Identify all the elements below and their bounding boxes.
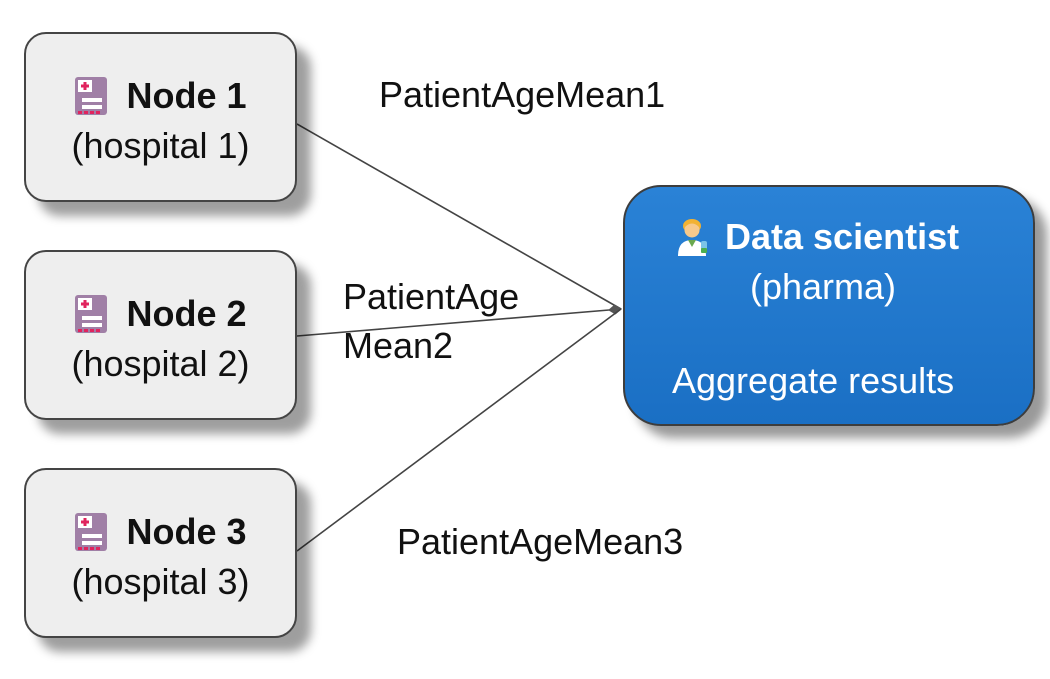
node-hospital-1: Node 1 (hospital 1) <box>24 32 297 202</box>
node-hospital-3: Node 3 (hospital 3) <box>24 468 297 638</box>
edge-line-3 <box>296 308 622 552</box>
hospital-icon <box>75 295 108 333</box>
node-title: Node 3 <box>126 511 247 552</box>
node-2-title-row: Node 2 <box>26 294 295 334</box>
edge-line-1 <box>296 123 622 310</box>
edge-label-2-line2: Mean2 <box>343 325 454 366</box>
edge-line-2 <box>296 304 622 337</box>
edge-label-1: PatientAgeMean1 <box>379 74 666 115</box>
node-3-title-row: Node 3 <box>26 512 295 552</box>
node-1-title-row: Node 1 <box>26 76 295 116</box>
hospital-icon <box>75 513 108 551</box>
edge-label-3: PatientAgeMean3 <box>397 521 684 562</box>
data-scientist-box: Data scientist (pharma) Aggregate result… <box>623 185 1035 426</box>
scientist-title-row: Data scientist <box>675 217 959 257</box>
scientist-action: Aggregate results <box>672 360 955 401</box>
node-subtitle: (hospital 1) <box>71 125 250 166</box>
scientist-icon <box>678 219 707 256</box>
edge-label-2-line1: PatientAge <box>343 276 520 317</box>
node-hospital-2: Node 2 (hospital 2) <box>24 250 297 420</box>
scientist-subtitle: (pharma) <box>750 266 897 307</box>
node-subtitle: (hospital 2) <box>71 343 250 384</box>
node-title: Node 1 <box>126 75 247 116</box>
scientist-title: Data scientist <box>725 216 960 257</box>
node-subtitle: (hospital 3) <box>71 561 250 602</box>
hospital-icon <box>75 77 108 115</box>
node-title: Node 2 <box>126 293 247 334</box>
